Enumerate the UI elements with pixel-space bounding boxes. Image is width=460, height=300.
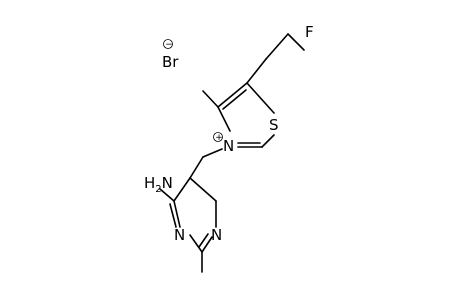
bond-c5-c6	[189, 177, 217, 202]
bromide-label: Br	[162, 53, 179, 71]
bond-c4-methyl	[202, 90, 219, 108]
bond-c4-c5	[173, 177, 191, 202]
svg-text:+: +	[215, 133, 223, 143]
bond-s-c2	[261, 134, 275, 148]
bond-n3-c4	[173, 200, 181, 228]
thiazolium-nitrogen-label: N	[223, 137, 234, 155]
amine-label: H2N	[144, 174, 173, 195]
fluorine-label: F	[305, 23, 314, 41]
pyrimidine-n1-label: N	[211, 226, 222, 244]
bond-c4-amine	[159, 188, 175, 202]
bond-f-ch2	[287, 33, 305, 51]
pyrimidine-n3-label: N	[174, 226, 185, 244]
svg-text:−: −	[165, 40, 173, 50]
bond-c2-n3	[189, 234, 203, 253]
bond-c4-c5-double	[222, 89, 247, 110]
bond-ch2-c5	[246, 58, 267, 84]
thiazolium-charge: +	[213, 132, 223, 143]
sulfur-label: S	[269, 116, 279, 134]
bond-c5-s	[246, 82, 275, 114]
bond-n3-c4-double	[169, 203, 177, 228]
bond-n1-c2-double	[198, 233, 209, 248]
bond-n3-c4	[217, 106, 231, 132]
bromide-charge: −	[163, 39, 173, 50]
bond-ch2-c5prime	[189, 156, 204, 179]
bond-c4-c5	[217, 82, 248, 108]
bond-ch2-ch2	[265, 33, 289, 60]
bond-n3-ch2	[202, 148, 223, 158]
bond-n1-c2	[201, 236, 213, 253]
